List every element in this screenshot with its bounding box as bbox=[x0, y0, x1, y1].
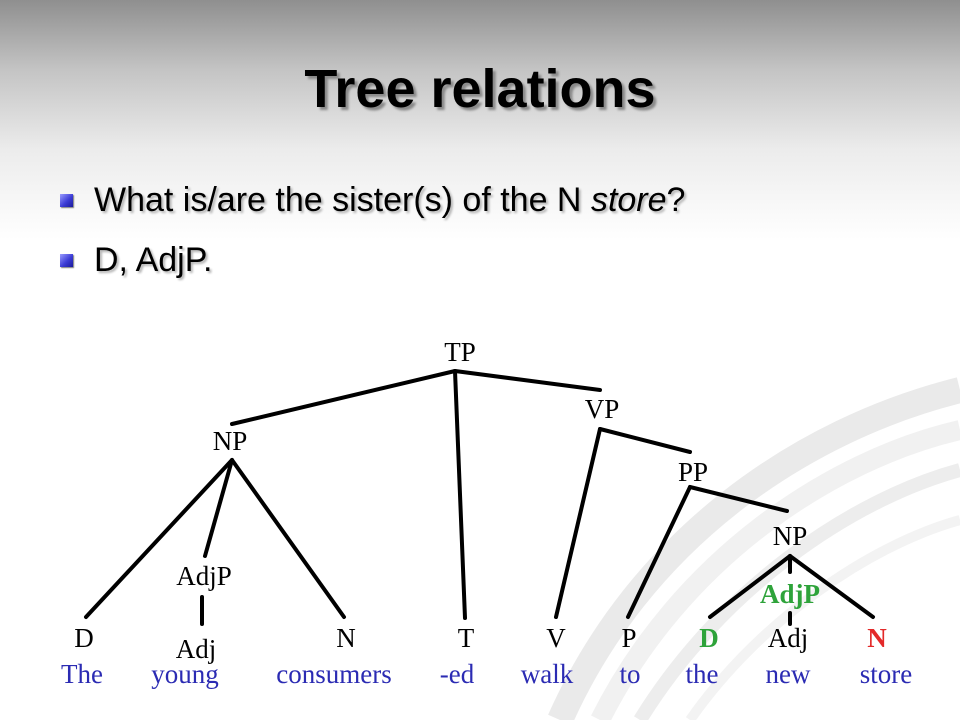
branch-tp-np bbox=[230, 369, 457, 426]
question-text-end: ? bbox=[666, 181, 686, 219]
node-pp: PP bbox=[678, 457, 708, 487]
node-d-the: D bbox=[74, 623, 94, 653]
node-np-subject: NP bbox=[213, 426, 248, 456]
node-v-walk: V bbox=[546, 623, 566, 653]
node-adjp-object: AdjP bbox=[760, 579, 820, 609]
square-bullet-icon bbox=[60, 254, 73, 267]
tree-branches bbox=[84, 369, 875, 626]
word-new: new bbox=[766, 659, 811, 689]
word-store: store bbox=[860, 659, 913, 689]
word-ed: -ed bbox=[440, 659, 475, 689]
branch-vp-v bbox=[554, 427, 602, 619]
word-young: young bbox=[151, 659, 219, 689]
node-tp: TP bbox=[444, 337, 476, 367]
branch-pp-p bbox=[626, 485, 692, 619]
node-d-the2: D bbox=[699, 623, 719, 653]
word-to: to bbox=[619, 659, 640, 689]
word-the: The bbox=[61, 659, 103, 689]
node-adjp-subject: AdjP bbox=[176, 561, 232, 591]
node-n-store: N bbox=[867, 623, 887, 653]
node-adj-new: Adj bbox=[768, 623, 809, 653]
branch-np-d2 bbox=[708, 554, 792, 619]
branch-tp-vp bbox=[453, 369, 602, 392]
node-adj-young: Adj bbox=[176, 634, 217, 664]
node-t-ed: T bbox=[458, 623, 475, 653]
node-vp: VP bbox=[585, 394, 620, 424]
branch-np-d bbox=[84, 458, 234, 619]
word-consumers: consumers bbox=[276, 659, 391, 689]
branch-np-n2 bbox=[788, 554, 875, 619]
slide-title: Tree relations bbox=[304, 59, 656, 119]
branch-pp-np bbox=[688, 485, 789, 513]
branch-np-adjp bbox=[203, 458, 234, 558]
word-the2: the bbox=[686, 659, 719, 689]
answer-text: D, AdjP. bbox=[94, 241, 213, 279]
bullet-question: What is/are the sister(s) of the N store… bbox=[60, 176, 685, 236]
question-text-start: What is/are the sister(s) of the N bbox=[94, 181, 591, 219]
branch-tp-t bbox=[453, 369, 467, 620]
node-np-object: NP bbox=[773, 521, 808, 551]
question-text-emphasis: store bbox=[590, 181, 667, 219]
word-walk: walk bbox=[521, 659, 574, 689]
tree-words: The young consumers -ed walk to the new … bbox=[61, 659, 912, 689]
square-bullet-icon bbox=[60, 194, 73, 207]
node-p-to: P bbox=[621, 623, 636, 653]
tree-node-labels: TP VP NP PP NP AdjP AdjP D Adj N T V P D… bbox=[74, 337, 887, 664]
bullet-answer: D, AdjP. bbox=[60, 236, 685, 296]
bullet-list: What is/are the sister(s) of the N store… bbox=[60, 176, 685, 296]
branch-np-n bbox=[230, 458, 346, 619]
node-n-consumers: N bbox=[336, 623, 356, 653]
branch-vp-pp bbox=[598, 427, 692, 454]
